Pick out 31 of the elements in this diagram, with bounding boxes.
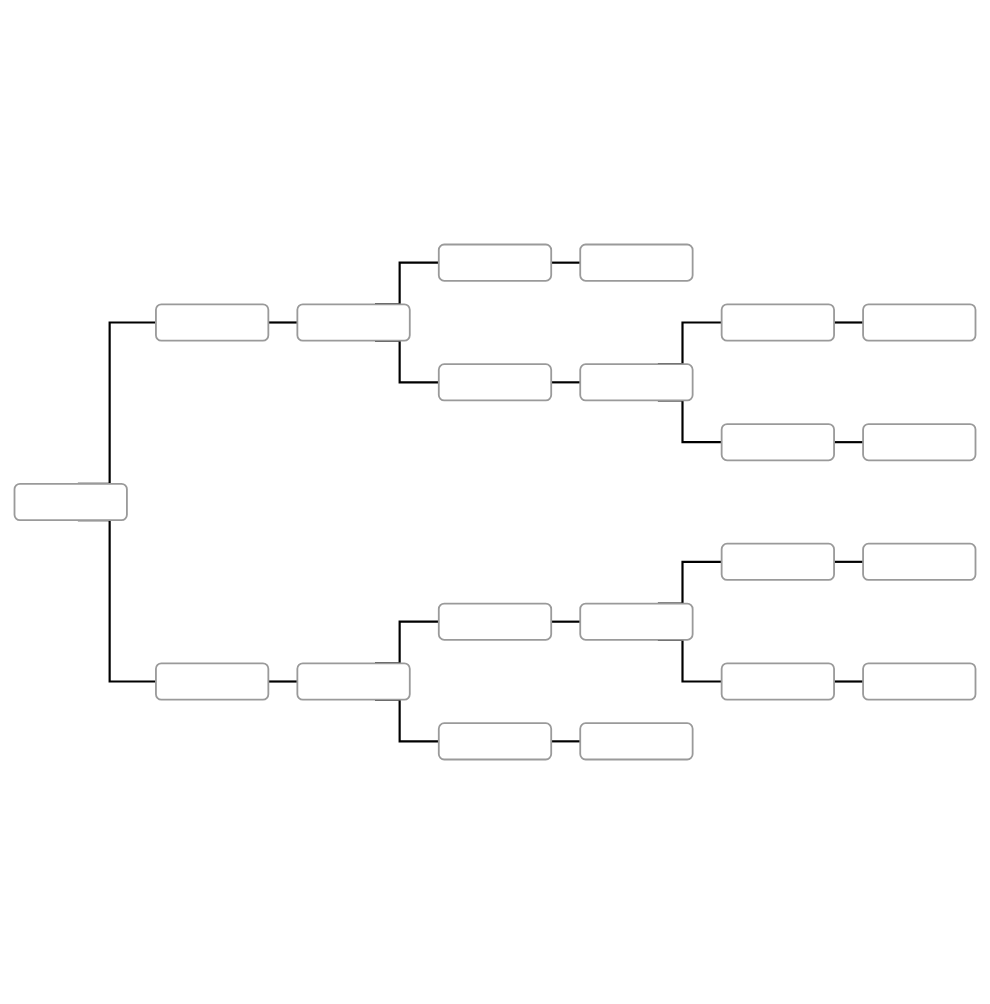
connector	[551, 261, 581, 264]
empty-box	[720, 662, 835, 701]
empty-box	[579, 602, 694, 641]
empty-box	[862, 662, 977, 701]
empty-box	[579, 722, 694, 761]
empty-box	[155, 662, 270, 701]
connector	[834, 680, 864, 683]
connector	[268, 680, 298, 683]
empty-box	[296, 303, 411, 342]
empty-box	[579, 363, 694, 402]
empty-box	[437, 363, 553, 402]
empty-box	[155, 303, 270, 342]
empty-box	[437, 602, 553, 641]
empty-box	[720, 542, 835, 581]
empty-box	[437, 243, 553, 282]
empty-box	[862, 423, 977, 462]
connector	[834, 441, 864, 444]
empty-box	[720, 423, 835, 462]
connector	[551, 620, 581, 623]
connector	[551, 740, 581, 743]
empty-box	[862, 542, 977, 581]
empty-box	[437, 722, 553, 761]
connector	[834, 321, 864, 324]
empty-box	[579, 243, 694, 282]
empty-box	[862, 303, 977, 342]
connector	[268, 321, 298, 324]
empty-box	[296, 662, 411, 701]
empty-box	[13, 482, 128, 522]
connector	[834, 560, 864, 563]
empty-box	[720, 303, 835, 342]
connector	[551, 381, 581, 384]
